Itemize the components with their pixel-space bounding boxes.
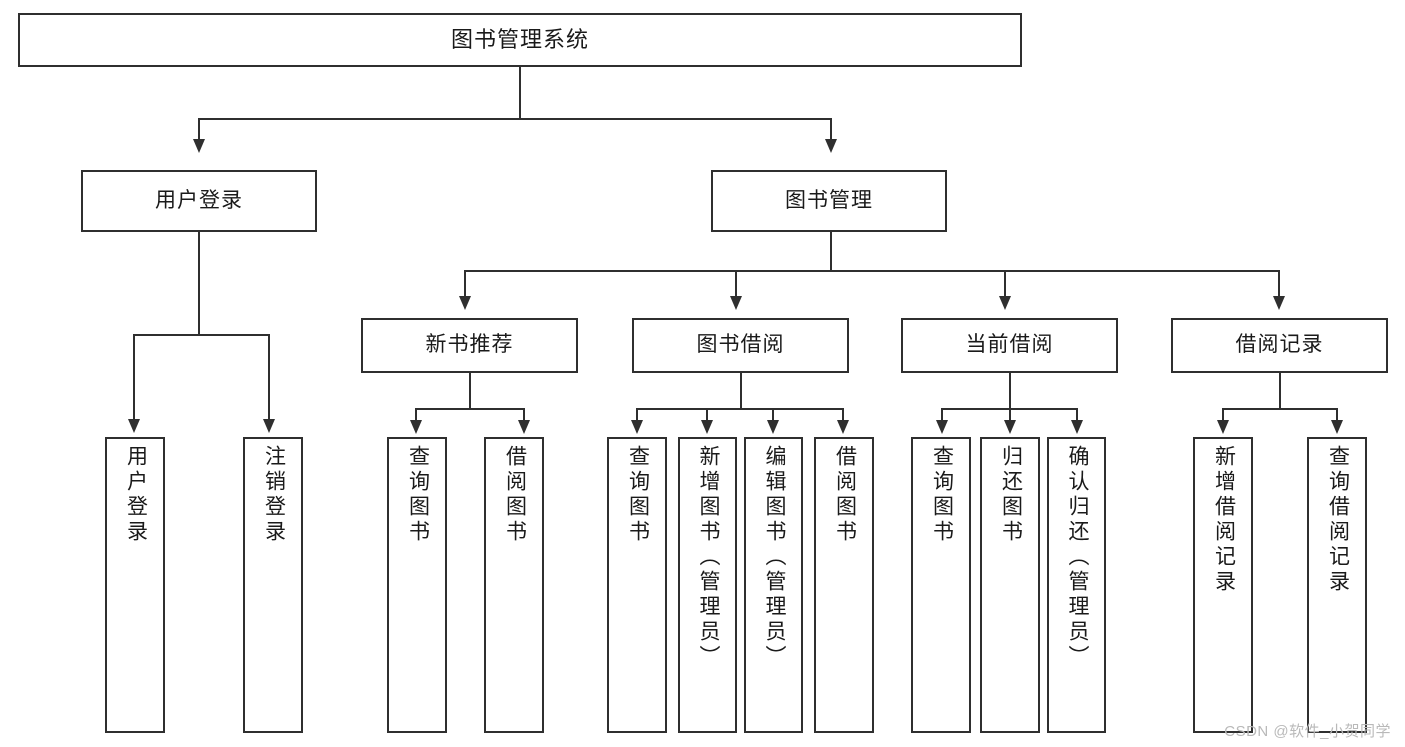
connector-borrow-record-stem xyxy=(1279,373,1281,409)
connector-root-stem xyxy=(519,67,521,119)
connector-borrow-record-drop-2 xyxy=(1336,408,1338,421)
arrow-to-book-borrow xyxy=(730,296,742,310)
connector-user-login-drop-2 xyxy=(268,334,270,420)
arrow-current-borrow-leaf-3 xyxy=(1071,420,1083,434)
leaf-new-book-query[interactable]: 查询图书 xyxy=(387,437,447,733)
leaf-label: 编辑图书（管理员） xyxy=(762,445,786,670)
leaf-label: 借阅图书 xyxy=(833,445,857,545)
leaf-label: 新增借阅记录 xyxy=(1212,445,1236,595)
leaf-label: 借阅图书 xyxy=(503,445,527,545)
arrow-book-borrow-leaf-4 xyxy=(837,420,849,434)
leaf-label: 查询图书 xyxy=(930,445,954,545)
connector-user-login-stem xyxy=(198,232,200,335)
connector-new-book-drop-2 xyxy=(523,408,525,421)
leaf-logout[interactable]: 注销登录 xyxy=(243,437,303,733)
leaf-add-borrow-record[interactable]: 新增借阅记录 xyxy=(1193,437,1253,733)
leaf-return-book[interactable]: 归还图书 xyxy=(980,437,1040,733)
arrow-to-new-book xyxy=(459,296,471,310)
connector-new-book-bus xyxy=(415,408,525,410)
connector-current-borrow-drop-1 xyxy=(941,408,943,421)
leaf-label: 确认归还（管理员） xyxy=(1065,445,1089,670)
connector-book-borrow-drop-3 xyxy=(772,408,774,421)
arrow-new-book-leaf-2 xyxy=(518,420,530,434)
node-current-borrow[interactable]: 当前借阅 xyxy=(901,318,1118,373)
connector-book-mgmt-drop-4 xyxy=(1278,270,1280,298)
arrow-to-book-management xyxy=(825,139,837,153)
connector-book-mgmt-drop-2 xyxy=(735,270,737,298)
node-borrow-record[interactable]: 借阅记录 xyxy=(1171,318,1388,373)
leaf-query-borrow-record[interactable]: 查询借阅记录 xyxy=(1307,437,1367,733)
leaf-label: 注销登录 xyxy=(262,445,286,545)
node-label: 图书管理系统 xyxy=(450,27,589,53)
connector-root-drop-right xyxy=(830,118,832,141)
node-label: 图书管理 xyxy=(785,188,873,212)
arrow-current-borrow-leaf-2 xyxy=(1004,420,1016,434)
connector-current-borrow-stem xyxy=(1009,373,1011,409)
leaf-label: 新增图书（管理员） xyxy=(696,445,720,670)
connector-user-login-drop-1 xyxy=(133,334,135,420)
arrow-current-borrow-leaf-1 xyxy=(936,420,948,434)
node-label: 借阅记录 xyxy=(1235,333,1324,357)
connector-book-mgmt-drop-1 xyxy=(464,270,466,298)
leaf-label: 归还图书 xyxy=(999,445,1023,545)
connector-current-borrow-drop-3 xyxy=(1076,408,1078,421)
leaf-confirm-return-admin[interactable]: 确认归还（管理员） xyxy=(1047,437,1106,733)
leaf-book-query[interactable]: 查询图书 xyxy=(607,437,667,733)
node-book-borrow[interactable]: 图书借阅 xyxy=(632,318,849,373)
arrow-to-current-borrow xyxy=(999,296,1011,310)
arrow-borrow-record-leaf-1 xyxy=(1217,420,1229,434)
leaf-book-edit-admin[interactable]: 编辑图书（管理员） xyxy=(744,437,803,733)
leaf-book-borrow-action[interactable]: 借阅图书 xyxy=(814,437,874,733)
leaf-label: 用户登录 xyxy=(124,445,148,545)
node-new-book-recommend[interactable]: 新书推荐 xyxy=(361,318,578,373)
arrow-new-book-leaf-1 xyxy=(410,420,422,434)
connector-book-borrow-bus xyxy=(636,408,844,410)
leaf-user-login[interactable]: 用户登录 xyxy=(105,437,165,733)
node-label: 用户登录 xyxy=(155,188,243,212)
node-book-management[interactable]: 图书管理 xyxy=(711,170,947,232)
connector-borrow-record-bus xyxy=(1222,408,1338,410)
arrow-to-user-login xyxy=(193,139,205,153)
leaf-new-book-borrow[interactable]: 借阅图书 xyxy=(484,437,544,733)
connector-borrow-record-drop-1 xyxy=(1222,408,1224,421)
arrow-book-borrow-leaf-2 xyxy=(701,420,713,434)
connector-book-borrow-drop-2 xyxy=(706,408,708,421)
connector-book-mgmt-drop-3 xyxy=(1004,270,1006,298)
arrow-to-logout-leaf xyxy=(263,419,275,433)
leaf-book-add-admin[interactable]: 新增图书（管理员） xyxy=(678,437,737,733)
node-label: 当前借阅 xyxy=(965,333,1054,357)
node-label: 图书借阅 xyxy=(696,333,785,357)
watermark: CSDN @软件_小贺同学 xyxy=(1224,723,1391,740)
connector-new-book-stem xyxy=(469,373,471,409)
connector-new-book-drop-1 xyxy=(415,408,417,421)
connector-book-borrow-drop-4 xyxy=(842,408,844,421)
arrow-borrow-record-leaf-2 xyxy=(1331,420,1343,434)
connector-book-mgmt-stem xyxy=(830,232,832,271)
connector-user-login-bus xyxy=(133,334,270,336)
connector-book-borrow-stem xyxy=(740,373,742,409)
connector-book-borrow-drop-1 xyxy=(636,408,638,421)
arrow-to-borrow-record xyxy=(1273,296,1285,310)
leaf-label: 查询图书 xyxy=(626,445,650,545)
leaf-current-query[interactable]: 查询图书 xyxy=(911,437,971,733)
arrow-to-user-login-leaf xyxy=(128,419,140,433)
arrow-book-borrow-leaf-3 xyxy=(767,420,779,434)
arrow-book-borrow-leaf-1 xyxy=(631,420,643,434)
connector-book-mgmt-bus xyxy=(464,270,1280,272)
connector-current-borrow-drop-2 xyxy=(1009,408,1011,421)
node-label: 新书推荐 xyxy=(425,333,514,357)
leaf-label: 查询图书 xyxy=(406,445,430,545)
connector-root-drop-left xyxy=(198,118,200,141)
leaf-label: 查询借阅记录 xyxy=(1326,445,1350,595)
node-root-library-system[interactable]: 图书管理系统 xyxy=(18,13,1022,67)
connector-root-bus xyxy=(198,118,832,120)
node-user-login[interactable]: 用户登录 xyxy=(81,170,317,232)
